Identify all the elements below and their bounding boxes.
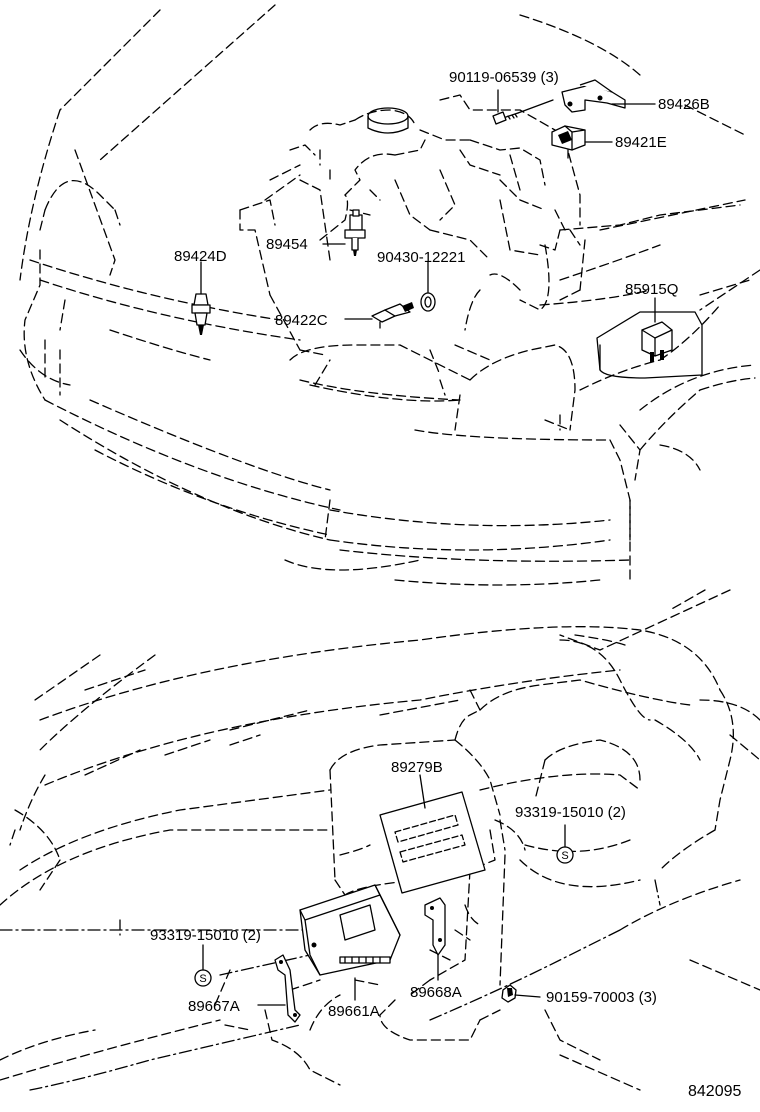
label-bracket-89667a: 89667A <box>188 998 240 1015</box>
reservoir-cap <box>367 107 409 134</box>
label-bracket-89426b: 89426B <box>658 96 710 113</box>
dashboard-outline <box>0 589 760 1091</box>
label-sensor-89454: 89454 <box>266 236 308 253</box>
label-relay-85915q: 85915Q <box>625 281 678 298</box>
bracket-89668a-part <box>424 897 446 956</box>
nut-93319-right-symbol: S <box>556 846 574 864</box>
sensor-89422c-part <box>371 302 414 329</box>
label-nut-93319-right: 93319-15010 (2) <box>515 804 626 821</box>
label-module-89279b: 89279B <box>391 759 443 776</box>
car-front-outline <box>19 4 760 586</box>
nut-93319-left-symbol: S <box>194 969 212 987</box>
label-sensor-89424d: 89424D <box>174 248 227 265</box>
label-nut-93319-left: 93319-15010 (2) <box>150 927 261 944</box>
relay-85915q-part <box>596 311 703 379</box>
relay-89421e-part <box>551 125 586 159</box>
label-bolt-90119: 90119-06539 (3) <box>449 69 559 86</box>
module-89279b-part <box>379 791 486 894</box>
label-computer-89661a: 89661A <box>328 1003 380 1020</box>
screw-90159-part <box>501 984 541 1003</box>
label-screw-90159: 90159-70003 (3) <box>546 989 657 1006</box>
svg-text:S: S <box>199 973 206 985</box>
label-relay-89421e: 89421E <box>615 134 667 151</box>
bracket-89426b-part <box>561 79 626 113</box>
bracket-89667a-part <box>274 954 301 1023</box>
sensor-89424d-part <box>191 293 211 335</box>
bolt-90119-part <box>492 111 519 125</box>
washer-90430-part <box>420 292 436 312</box>
computer-89661a-part <box>299 884 401 976</box>
label-washer-90430: 90430-12221 <box>377 249 465 266</box>
sensor-89454-part <box>344 209 366 256</box>
svg-text:S: S <box>561 850 568 862</box>
label-bracket-89668a: 89668A <box>410 984 462 1001</box>
label-sensor-89422c: 89422C <box>275 312 328 329</box>
diagram-number: 842095 <box>688 1083 741 1100</box>
